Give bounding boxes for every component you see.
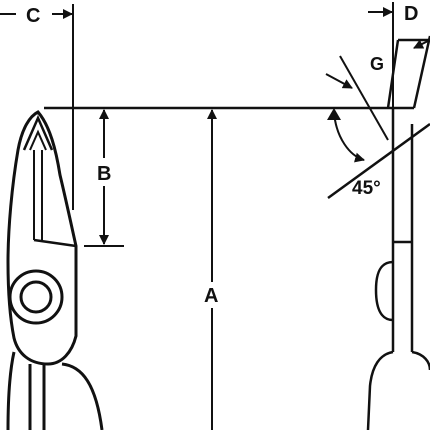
jaw-base: [33, 238, 77, 248]
dimension-a: A: [204, 109, 218, 430]
dim-g-label: G: [370, 54, 384, 74]
side-rivet: [374, 260, 394, 322]
dimension-d: D: [368, 2, 418, 112]
plier-tip: [22, 114, 54, 151]
dimension-c: C: [0, 4, 74, 210]
angle-arc-head: [327, 108, 341, 120]
side-handle: [366, 350, 430, 430]
plier-side-view: [327, 35, 430, 430]
angle-45: 45°: [327, 108, 381, 199]
dimension-b: B: [84, 109, 124, 247]
handle-right: [61, 362, 104, 430]
dim-c-label: C: [26, 5, 40, 27]
angle-label: 45°: [352, 178, 381, 199]
pivot-outer: [8, 269, 64, 325]
dim-g-arrow: [325, 73, 353, 89]
dimension-g: G: [325, 39, 430, 141]
side-cut-edge: [412, 35, 430, 109]
dim-g-arrow-right: [413, 39, 430, 49]
dim-d-label: D: [404, 3, 418, 25]
dim-a-label: A: [204, 285, 218, 307]
dim-g-extension: [339, 55, 389, 141]
side-tip-outline: [386, 38, 430, 109]
plier-front-view: [6, 110, 104, 430]
handle-split: [28, 364, 46, 430]
handle-left: [6, 351, 16, 430]
plier-head-outline: [6, 110, 78, 366]
pivot-inner: [19, 280, 53, 314]
plier-tip-inner: [29, 129, 47, 151]
dim-b-label: B: [97, 163, 111, 185]
